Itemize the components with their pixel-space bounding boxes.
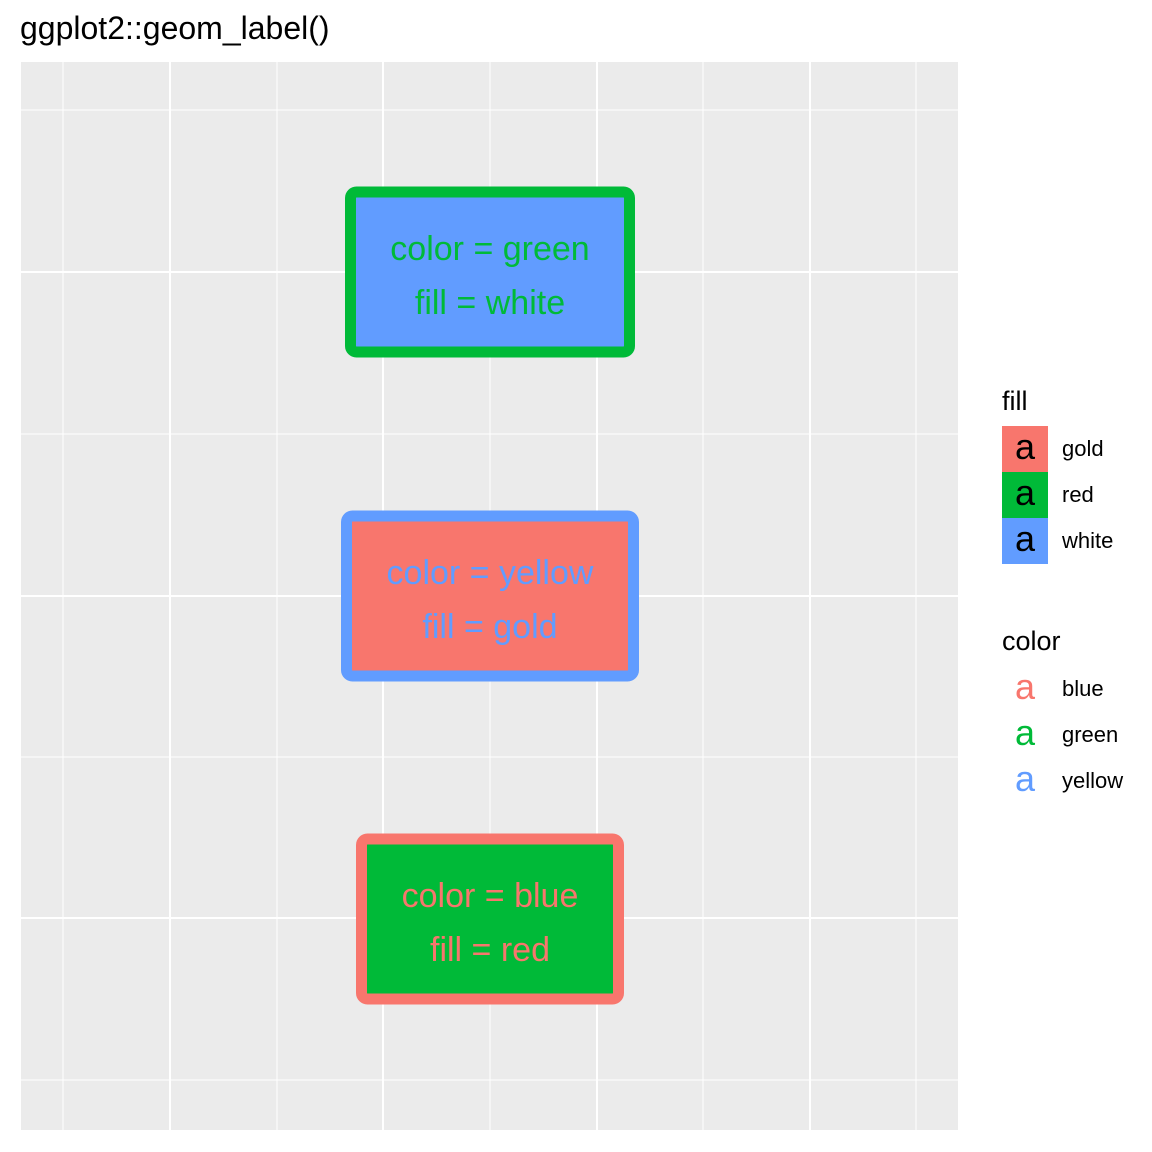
legend-color-entry: a yellow bbox=[1002, 758, 1123, 804]
legend-color-entry: a blue bbox=[1002, 666, 1123, 712]
label-rect bbox=[341, 510, 639, 682]
legend-color-key: a bbox=[1002, 712, 1048, 758]
legend-key-glyph: a bbox=[1014, 666, 1036, 707]
legend-key-glyph: a bbox=[1014, 518, 1036, 559]
legend-color-label: yellow bbox=[1062, 768, 1124, 793]
label-text: fill = red bbox=[430, 931, 550, 969]
label-box: color = yellow fill = gold bbox=[341, 510, 639, 682]
legend-key-glyph: a bbox=[1014, 472, 1036, 513]
label-rect bbox=[345, 186, 635, 358]
legend-color-key: a bbox=[1002, 666, 1048, 712]
legend-color-entry: a green bbox=[1002, 712, 1123, 758]
label-layer: color = green fill = white color = yellow f… bbox=[341, 186, 639, 1005]
legend-fill-label: white bbox=[1062, 528, 1114, 553]
legend-color-label: blue bbox=[1062, 676, 1104, 701]
label-text: fill = gold bbox=[422, 608, 557, 646]
legend-fill: fill a gold a red a white bbox=[1002, 386, 1113, 564]
label-rect bbox=[356, 833, 624, 1005]
legend-fill-label: gold bbox=[1062, 436, 1104, 461]
legend-fill-entry: a white bbox=[1002, 518, 1113, 564]
legend-fill-key: a bbox=[1002, 518, 1048, 564]
legend-fill-key: a bbox=[1002, 472, 1048, 518]
legend-fill-entry: a gold bbox=[1002, 426, 1113, 472]
legend-key-glyph: a bbox=[1014, 712, 1036, 753]
chart-title: ggplot2::geom_label() bbox=[20, 10, 330, 46]
label-box: color = green fill = white bbox=[345, 186, 635, 358]
label-text: color = blue bbox=[402, 877, 579, 915]
legend-color-key: a bbox=[1002, 758, 1048, 804]
legend-fill-label: red bbox=[1062, 482, 1094, 507]
label-text: fill = white bbox=[415, 284, 565, 322]
legend-fill-entry: a red bbox=[1002, 472, 1113, 518]
legend-fill-title: fill bbox=[1002, 386, 1028, 416]
legend-color-title: color bbox=[1002, 626, 1061, 656]
legend-color: color a blue a green a yellow bbox=[1002, 626, 1123, 804]
label-text: color = green bbox=[390, 230, 589, 268]
legend-color-label: green bbox=[1062, 722, 1119, 747]
legend-fill-key: a bbox=[1002, 426, 1048, 472]
label-box: color = blue fill = red bbox=[356, 833, 624, 1005]
legend-key-glyph: a bbox=[1014, 758, 1036, 799]
legend-key-glyph: a bbox=[1014, 426, 1036, 467]
label-text: color = yellow bbox=[387, 554, 594, 592]
